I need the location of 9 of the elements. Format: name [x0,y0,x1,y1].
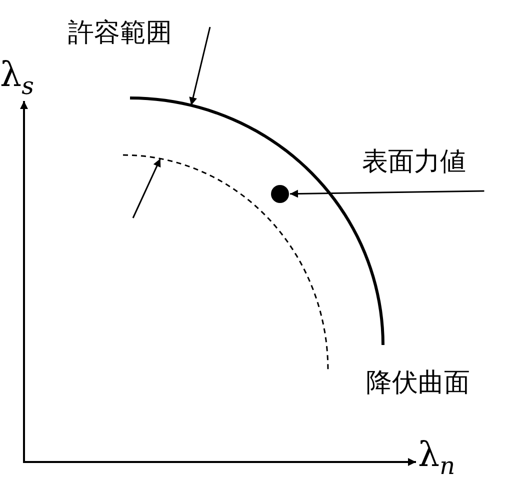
allowable-curve [122,154,329,370]
axis-label: λ$_{n}$ [418,436,456,482]
range-label: 許容範囲 [68,18,210,48]
leader-arrow [189,26,211,106]
traction-label: 表面力値 [362,147,488,191]
leader-arrow [290,190,484,198]
axis-label: λ$_{s}$ [0,56,34,102]
yield-surface-label: 降伏曲面 [366,368,470,398]
arrow [132,158,162,218]
